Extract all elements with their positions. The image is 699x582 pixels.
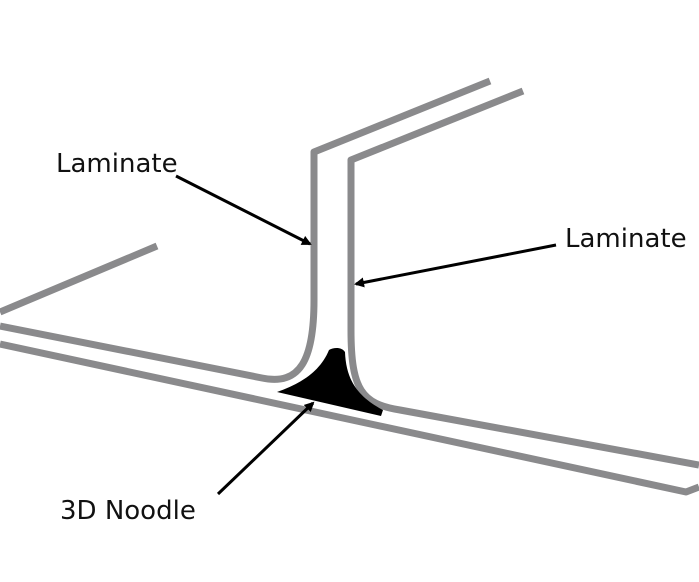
- arrow-laminate-right: [354, 243, 557, 288]
- label-laminate-right: Laminate: [565, 224, 687, 254]
- label-3d-noodle: 3D Noodle: [60, 496, 196, 526]
- arrow-laminate-left: [175, 174, 312, 246]
- right-laminate: [347, 87, 699, 469]
- bottom-skin: [0, 340, 699, 496]
- left-laminate: [0, 77, 492, 383]
- arrow-noodle: [216, 401, 315, 496]
- label-laminate-left: Laminate: [56, 149, 178, 179]
- noodle-filler: [277, 347, 383, 416]
